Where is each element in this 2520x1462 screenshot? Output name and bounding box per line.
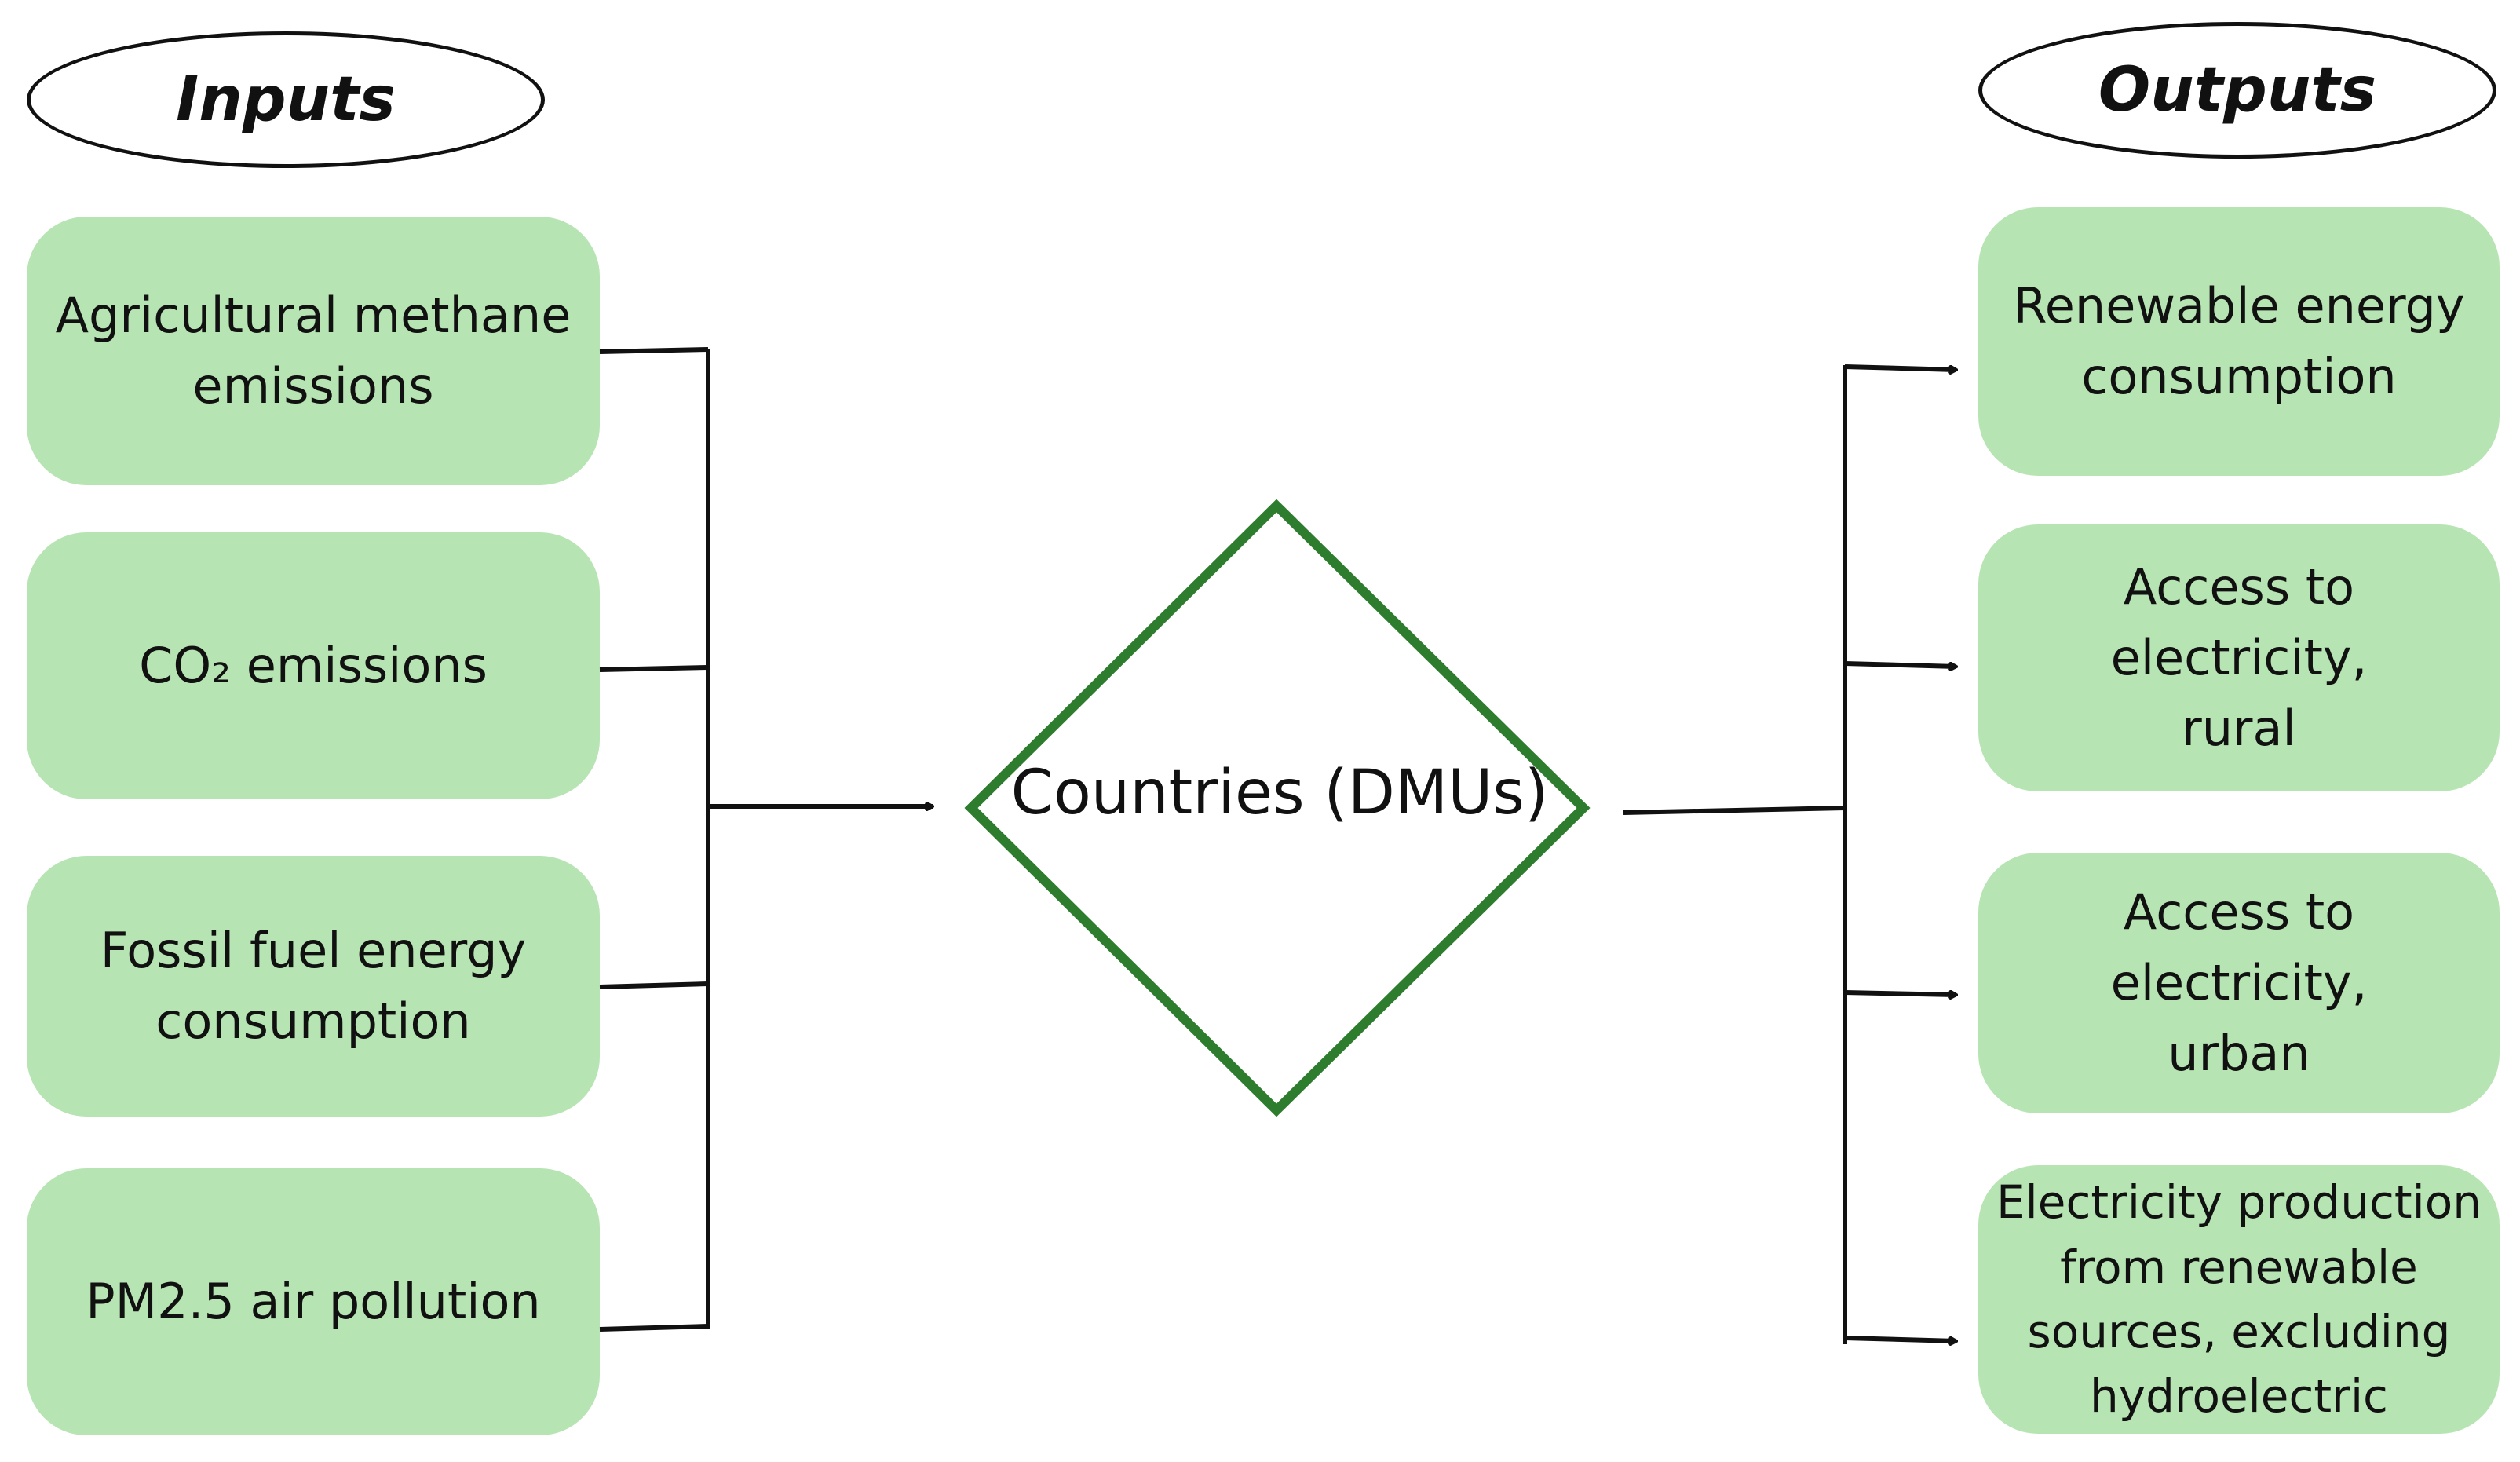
- input-label-line: Fossil fuel energy: [100, 922, 527, 980]
- output-label-line: Renewable energy: [2013, 277, 2465, 335]
- inputs-header-label: Inputs: [176, 64, 396, 135]
- output-box-electricity-rural: Access to electricity, rural: [1978, 524, 2500, 791]
- input-label-line: Agricultural methane: [55, 287, 572, 345]
- output-arrow-electricity-urban: [1844, 992, 1956, 995]
- output-label-line: sources, excluding: [2027, 1305, 2451, 1358]
- input-box-fossil-fuel: Fossil fuel energy consumption: [27, 856, 600, 1117]
- output-arrow-renewable-production: [1844, 1336, 1956, 1341]
- input-connector-co2: [599, 665, 709, 672]
- output-label-line: Electricity production: [1996, 1175, 2482, 1230]
- output-label-line: Access to electricity,: [2110, 558, 2368, 687]
- input-box-co2: CO₂ emissions: [27, 532, 600, 799]
- output-label-line: consumption: [2081, 348, 2397, 405]
- input-label-line: PM2.5 air pollution: [86, 1273, 541, 1331]
- output-label-line: from renewable: [2060, 1240, 2418, 1294]
- input-box-pm25: PM2.5 air pollution: [27, 1168, 600, 1435]
- input-connector-fossil-fuel: [599, 981, 709, 989]
- input-box-methane: Agricultural methane emissions: [27, 217, 600, 485]
- input-connector-pm25: [599, 1324, 709, 1332]
- output-box-renewable-consumption: Renewable energy consumption: [1978, 207, 2500, 476]
- input-connector-methane: [599, 347, 709, 354]
- outputs-header-label: Outputs: [2098, 55, 2377, 126]
- outputs-header: Outputs: [1978, 22, 2496, 159]
- output-label-line: urban: [2168, 1024, 2310, 1082]
- output-box-electricity-urban: Access to electricity, urban: [1978, 853, 2500, 1113]
- center-label: Countries (DMUs): [1010, 758, 1549, 828]
- output-line-from-center: [1623, 806, 1846, 815]
- output-label-line: rural: [2182, 699, 2296, 757]
- input-label-line: emissions: [192, 357, 434, 415]
- output-box-renewable-production: Electricity production from renewable so…: [1978, 1165, 2500, 1434]
- output-arrow-electricity-rural: [1844, 661, 1956, 667]
- inputs-header: Inputs: [27, 31, 545, 168]
- output-label-line: Access to electricity,: [2110, 883, 2368, 1012]
- input-label-line: CO₂ emissions: [139, 637, 488, 695]
- input-label-line: consumption: [155, 992, 471, 1050]
- countries-diamond: [964, 499, 1591, 1117]
- output-label-line: hydroelectric: [2090, 1369, 2388, 1424]
- output-arrow-renewable-consumption: [1844, 364, 1956, 370]
